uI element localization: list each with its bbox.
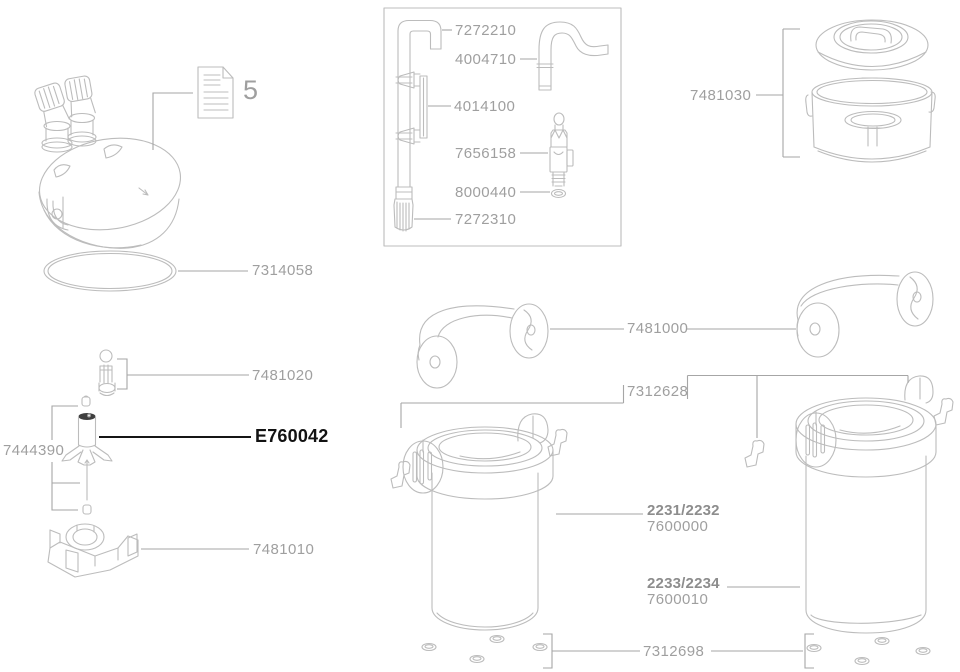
shaft-drawing bbox=[84, 459, 90, 501]
label-intake-pipe: 7272210 bbox=[455, 22, 517, 39]
canister-small-drawing bbox=[390, 413, 568, 664]
label-clip-set: 7312628 bbox=[627, 383, 689, 400]
label-model-large: 2233/2234 bbox=[647, 575, 720, 592]
label-vent-valve: 7481020 bbox=[252, 367, 314, 384]
clip-hook bbox=[390, 460, 411, 489]
leader-manual bbox=[152, 92, 193, 150]
label-installation-kit: 4014100 bbox=[454, 98, 516, 115]
strainer-drawing bbox=[393, 186, 414, 232]
clip-hook bbox=[744, 439, 765, 468]
dome-mark bbox=[53, 164, 71, 178]
pump-cover-drawing bbox=[47, 523, 139, 578]
leader-filter-basket bbox=[756, 28, 800, 158]
dome-arrow bbox=[138, 187, 149, 196]
outlet-elbow-drawing bbox=[536, 21, 609, 91]
label-shaft-set: 7444390 bbox=[3, 442, 65, 459]
impeller-column bbox=[47, 349, 139, 578]
leader-vent-valve bbox=[117, 358, 249, 390]
leader-clip-set bbox=[400, 374, 909, 438]
box-frame bbox=[383, 7, 622, 247]
label-strainer: 7272310 bbox=[455, 211, 517, 228]
leader-lines bbox=[51, 28, 909, 669]
clip-hook bbox=[547, 428, 568, 457]
pipes-box bbox=[383, 7, 622, 247]
filter-basket-drawing bbox=[805, 19, 936, 163]
manual-icon bbox=[197, 66, 234, 119]
impeller-drawing bbox=[61, 413, 113, 466]
clip-hook bbox=[933, 397, 954, 426]
label-canister-small: 7600000 bbox=[647, 518, 709, 535]
carry-handle-right-drawing bbox=[796, 271, 934, 358]
label-filter-basket: 7481030 bbox=[690, 87, 752, 104]
tap-oring-drawing bbox=[550, 188, 567, 199]
label-rubber-feet: 7312698 bbox=[643, 643, 705, 660]
label-manual: 5 bbox=[243, 75, 259, 105]
intake-pipe-drawing bbox=[397, 19, 442, 188]
shaft-bushing-top bbox=[81, 395, 91, 407]
leader-shaft-set bbox=[51, 405, 80, 511]
label-outlet-elbow: 4004710 bbox=[455, 51, 517, 68]
label-impeller: E760042 bbox=[255, 426, 329, 446]
hose-connector-right bbox=[64, 75, 96, 118]
label-lid-oring: 7314058 bbox=[252, 262, 314, 279]
shaft-bushing-bottom bbox=[82, 504, 92, 515]
label-model-small: 2231/2232 bbox=[647, 502, 720, 519]
canister-large-drawing bbox=[744, 375, 954, 666]
label-canister-large: 7600010 bbox=[647, 591, 709, 608]
label-pump-cover: 7481010 bbox=[253, 541, 315, 558]
label-tap-oring: 8000440 bbox=[455, 184, 517, 201]
vent-valve-drawing bbox=[98, 349, 116, 397]
installation-kit-drawing bbox=[395, 71, 428, 145]
carry-handle-left-drawing bbox=[416, 303, 549, 389]
tap-connector-drawing bbox=[549, 112, 574, 187]
filter-head-drawing bbox=[34, 75, 182, 249]
leader-rubber-feet bbox=[543, 633, 814, 669]
dome-mark bbox=[103, 144, 123, 159]
label-tap-connector: 7656158 bbox=[455, 145, 517, 162]
hose-connector-left bbox=[34, 82, 70, 128]
label-carry-handle: 7481000 bbox=[627, 320, 689, 337]
lid-oring-drawing bbox=[43, 250, 177, 292]
